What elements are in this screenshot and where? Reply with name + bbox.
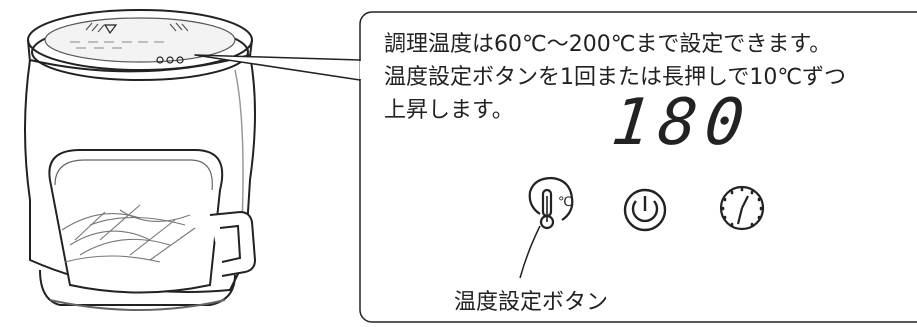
air-fryer: [24, 9, 257, 311]
timer-clock-icon: [719, 185, 765, 231]
power-icon: [623, 188, 667, 232]
temperature-display: 180: [608, 86, 756, 160]
callout-box: [359, 11, 917, 323]
basket-window: [48, 149, 224, 294]
callout-line-1: 調理温度は60℃〜200℃まで設定できます。: [384, 32, 832, 57]
label-leader-line: [519, 225, 541, 279]
callout-line-3: 上昇します。: [384, 98, 514, 123]
celsius-symbol: ℃: [558, 195, 573, 210]
temp-button-label: 温度設定ボタン: [454, 290, 609, 315]
food-contents: [61, 204, 196, 263]
control-panel: [44, 17, 236, 63]
thermometer-celsius-icon: ℃: [528, 176, 574, 230]
callout-line-2: 温度設定ボタンを1回または長押しで10℃ずつ: [384, 65, 847, 90]
